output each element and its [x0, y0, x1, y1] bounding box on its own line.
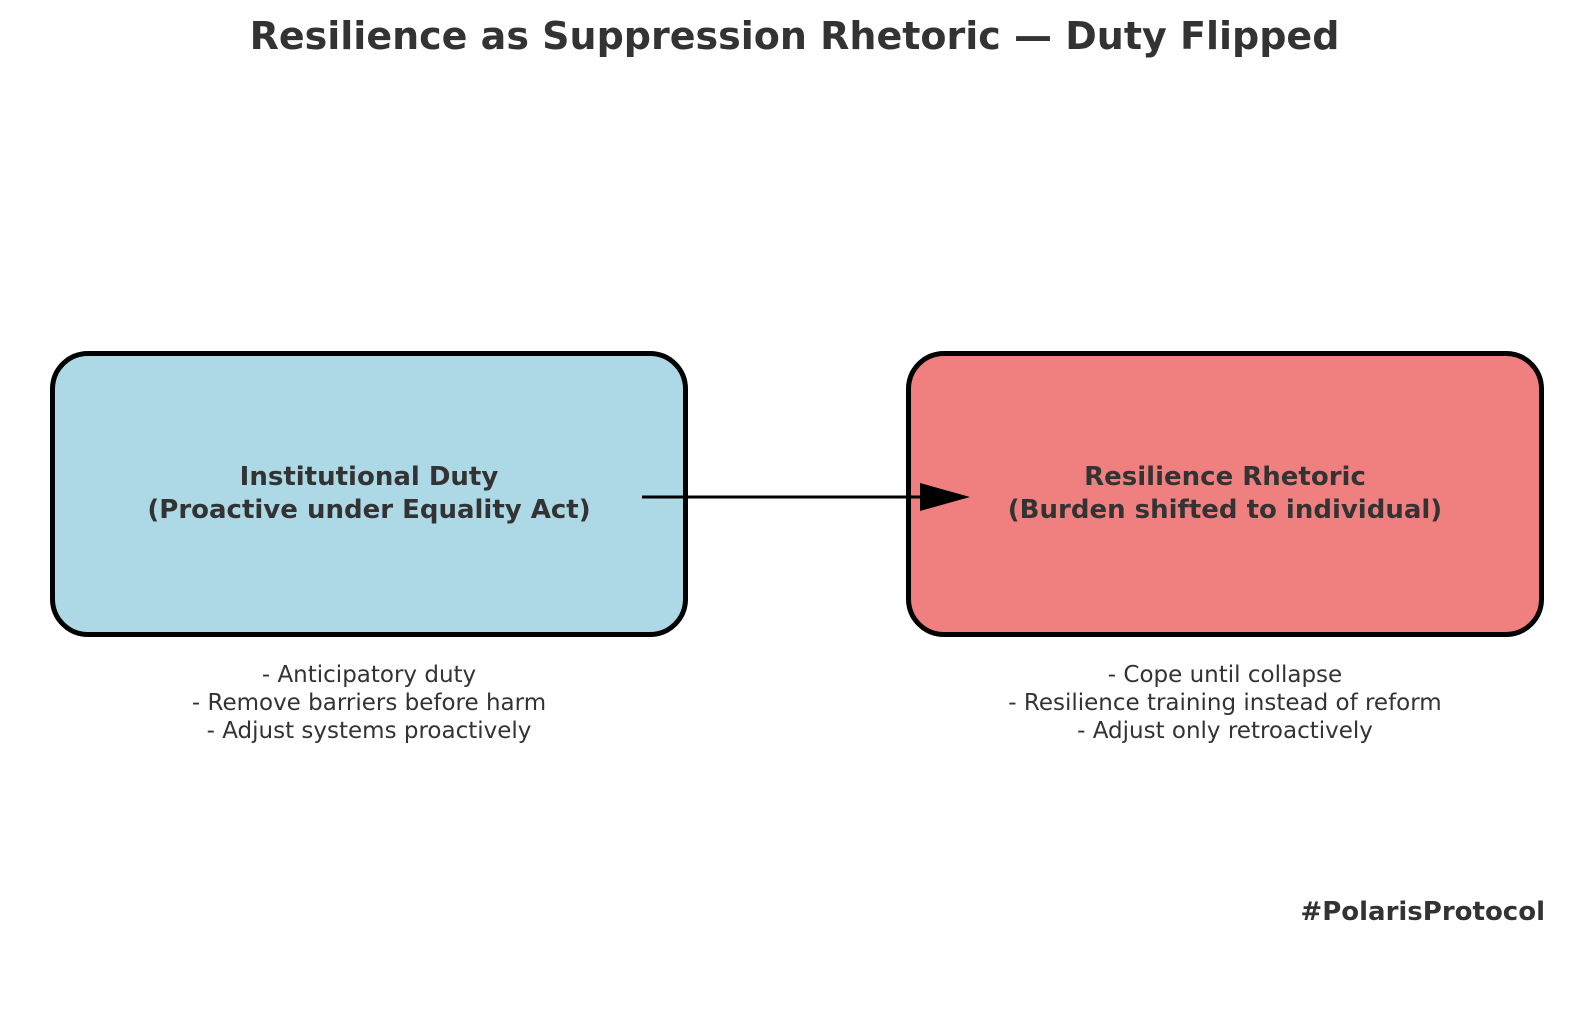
note-item: - Adjust systems proactively [206, 718, 532, 744]
node-resilience-rhetoric-title: Resilience Rhetoric [1084, 462, 1366, 492]
node-institutional-duty-title: Institutional Duty [239, 462, 499, 492]
notes-resilience-rhetoric: - Cope until collapse - Resilience train… [906, 661, 1544, 745]
node-resilience-rhetoric: Resilience Rhetoric (Burden shifted to i… [906, 351, 1544, 637]
note-item: - Remove barriers before harm [191, 690, 547, 716]
node-institutional-duty-subtitle: (Proactive under Equality Act) [147, 495, 591, 525]
node-resilience-rhetoric-subtitle: (Burden shifted to individual) [1007, 495, 1443, 525]
note-item: - Cope until collapse [1107, 662, 1343, 688]
note-item: - Adjust only retroactively [1077, 718, 1373, 744]
notes-institutional-duty: - Anticipatory duty - Remove barriers be… [50, 661, 688, 745]
node-institutional-duty: Institutional Duty (Proactive under Equa… [50, 351, 688, 637]
note-item: - Resilience training instead of reform [1008, 690, 1442, 716]
note-item: - Anticipatory duty [261, 662, 477, 688]
diagram-title: Resilience as Suppression Rhetoric — Dut… [249, 14, 1340, 58]
hashtag-label: #PolarisProtocol [1300, 897, 1545, 927]
